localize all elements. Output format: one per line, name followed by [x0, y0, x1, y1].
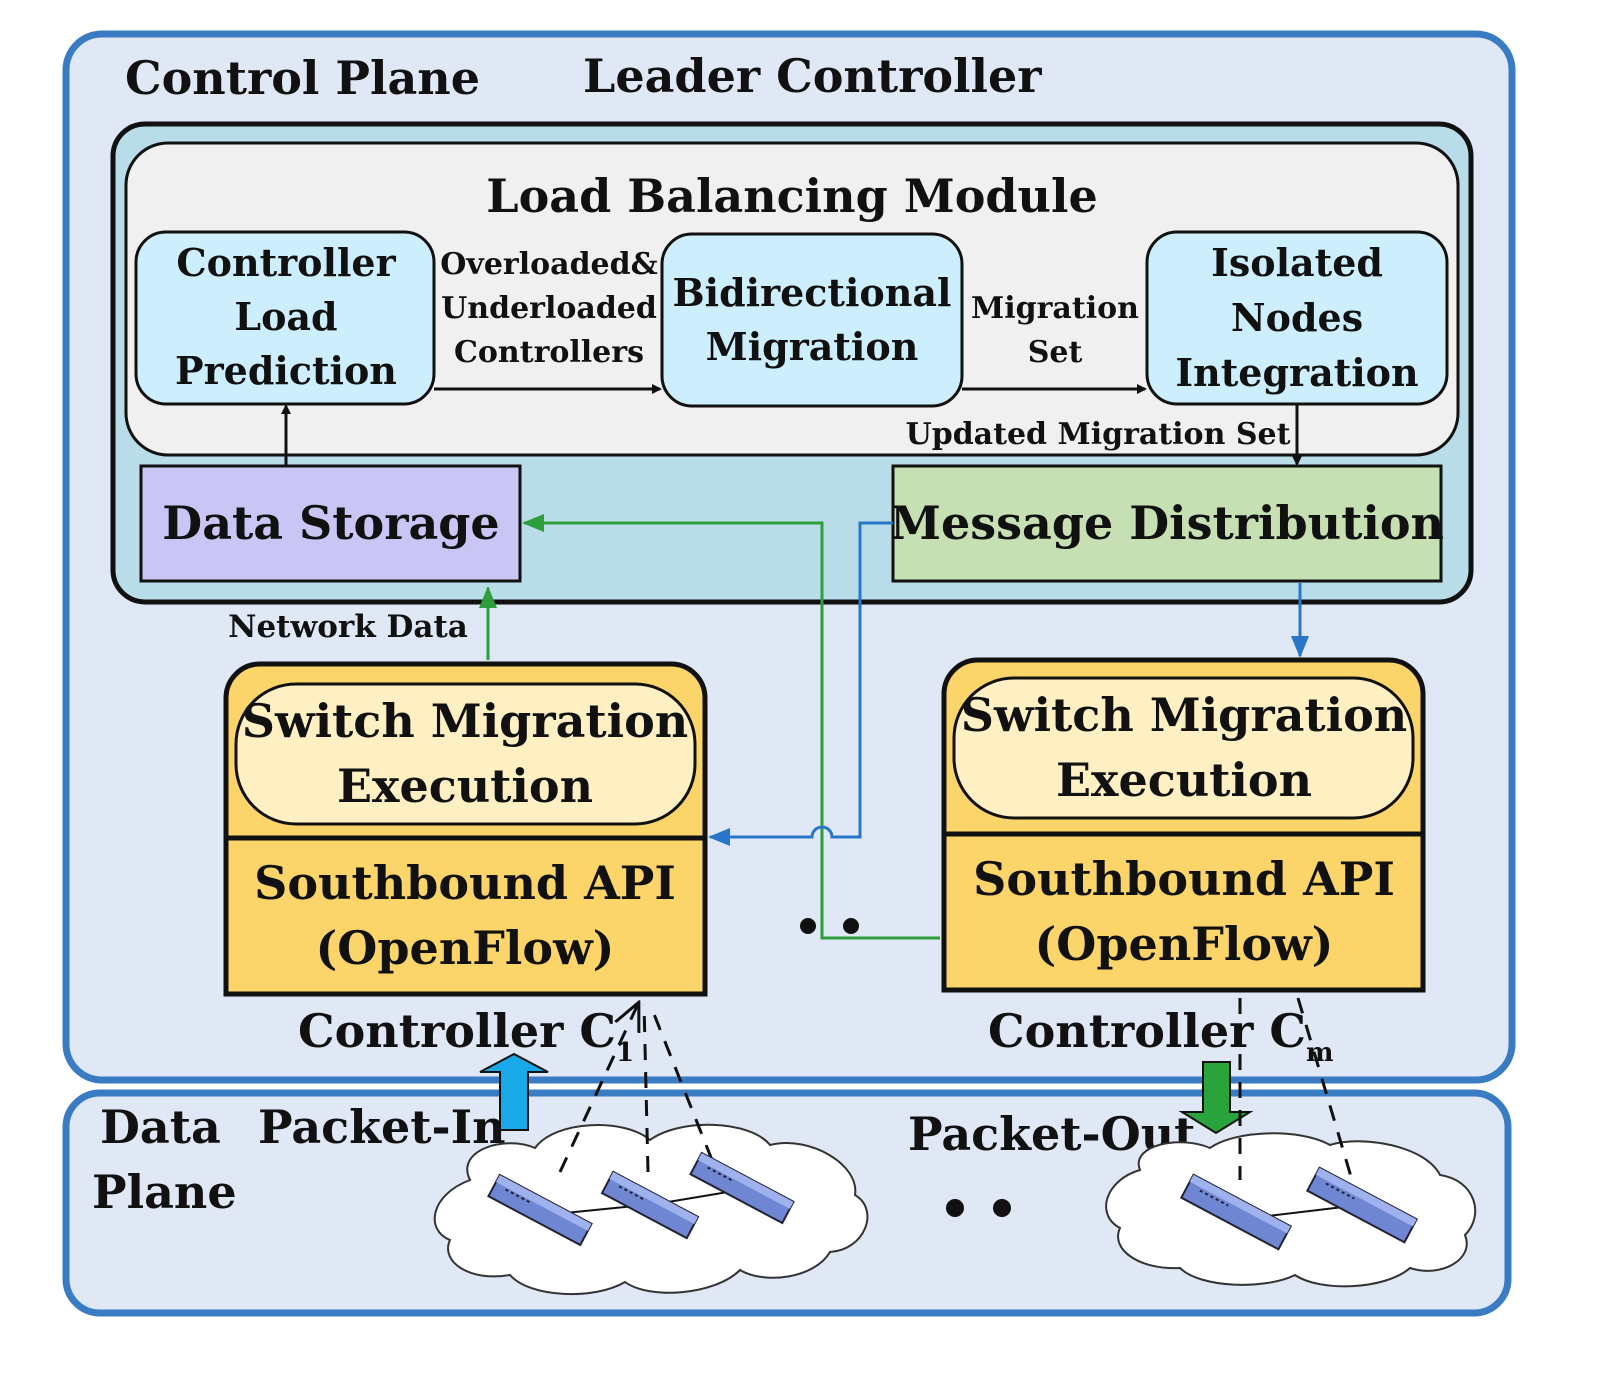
- data-storage-label: Data Storage: [162, 496, 499, 550]
- controller-cm-southbound-line-1: Southbound API: [973, 852, 1395, 906]
- ellipsis-dot: [843, 918, 859, 934]
- control-plane-label: Control Plane: [125, 51, 480, 105]
- bidirectional-migration-line-2: Migration: [706, 324, 919, 369]
- bidirectional-migration-line-1: Bidirectional: [673, 270, 952, 315]
- network-data-label: Network Data: [228, 609, 468, 645]
- leader-controller-label: Leader Controller: [583, 49, 1042, 103]
- updated-migration-set-label: Updated Migration Set: [906, 417, 1291, 452]
- controller-cm-sme-line-1: Switch Migration: [961, 688, 1407, 742]
- ellipsis-dot: [800, 918, 816, 934]
- migration-set-label-line-1: Migration: [971, 291, 1139, 326]
- control-link-dashed: [642, 1003, 650, 1173]
- controller-c1-subscript: 1: [616, 1038, 634, 1068]
- network-switch: [1305, 1166, 1419, 1244]
- bidirectional-migration-box: [660, 232, 964, 408]
- isolated-nodes-line-1: Isolated: [1211, 240, 1383, 285]
- message-to-c1-arrow: [708, 521, 893, 846]
- controller-c1-name: Controller C1: [298, 1004, 634, 1068]
- network-switch: [487, 1173, 593, 1247]
- isolated-nodes-line-2: Nodes: [1231, 295, 1363, 340]
- controller-c1-sme-line-2: Execution: [337, 759, 593, 813]
- controller-c1-southbound-box: [223, 835, 708, 997]
- controller-load-prediction-line-3: Prediction: [175, 348, 397, 393]
- controller-cm-southbound-box: [941, 831, 1426, 993]
- ellipsis-dot: [993, 1199, 1011, 1217]
- control-link-dashed: [1296, 997, 1354, 1181]
- load-balancing-module-title: Load Balancing Module: [486, 169, 1097, 223]
- controller-c1-southbound-line-1: Southbound API: [254, 856, 676, 910]
- ellipsis-dot: [946, 1199, 964, 1217]
- packet-in-label: Packet-In: [258, 1100, 506, 1154]
- message-distribution-label: Message Distribution: [890, 496, 1444, 550]
- data-plane-label-line-1: Data: [100, 1100, 221, 1154]
- migration-set-label-line-2: Set: [1028, 335, 1083, 370]
- overloaded-label-line-1: Overloaded&: [440, 247, 657, 282]
- controller-c1-sme-box: [234, 682, 697, 826]
- controller-c1-southbound-line-2: (OpenFlow): [316, 921, 615, 975]
- controller-c1-sme-line-1: Switch Migration: [242, 694, 688, 748]
- controller-cm-name: Controller Cm: [988, 1004, 1334, 1068]
- controller-cm-sme-box: [952, 676, 1415, 820]
- cm-to-data-storage-arrow: [522, 514, 940, 940]
- switch-cloud: [1105, 1132, 1477, 1288]
- isolated-nodes-line-3: Integration: [1175, 350, 1418, 395]
- packet-in-arrow: [479, 1052, 549, 1131]
- controller-cm-southbound-line-2: (OpenFlow): [1035, 917, 1334, 971]
- controller-load-prediction-line-2: Load: [234, 294, 337, 339]
- controller-cm-sme-line-2: Execution: [1056, 753, 1312, 807]
- control-link-dashed: [558, 1004, 638, 1173]
- data-storage-box: [139, 464, 522, 583]
- message-distribution-box: [891, 464, 1443, 583]
- network-switch: [600, 1170, 700, 1240]
- data-plane-label-line-2: Plane: [92, 1165, 237, 1219]
- controller-load-prediction-line-1: Controller: [176, 240, 396, 285]
- overloaded-label-line-2: Underloaded: [441, 291, 657, 326]
- controller-cm-subscript: m: [1306, 1038, 1334, 1068]
- network-switch: [1179, 1173, 1293, 1251]
- overloaded-label-line-3: Controllers: [454, 335, 644, 370]
- packet-out-arrow: [1178, 1061, 1254, 1135]
- network-switch: [689, 1151, 795, 1225]
